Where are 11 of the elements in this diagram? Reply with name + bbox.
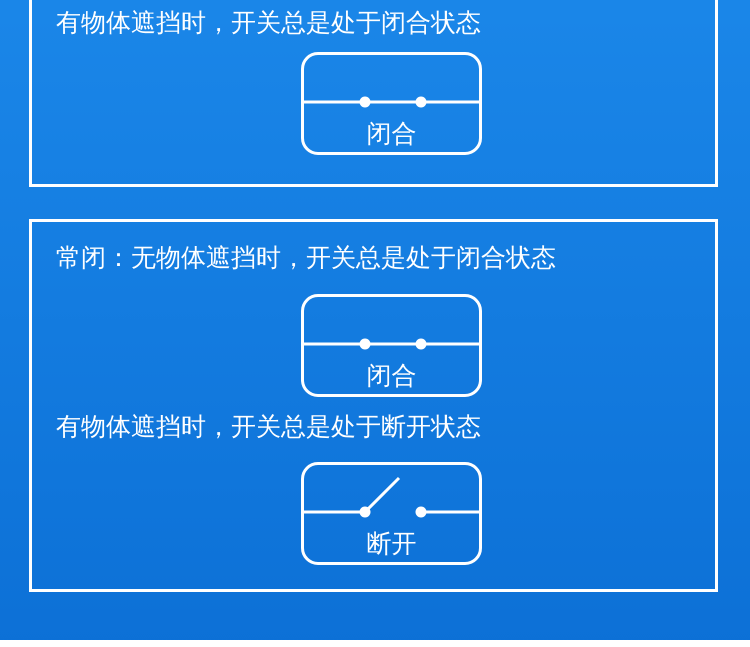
state-label: 断开 (366, 528, 418, 560)
switch-box (301, 462, 482, 565)
state-label: 闭合 (366, 118, 418, 150)
description-text: 有物体遮挡时，开关总是处于闭合状态 (56, 7, 481, 39)
description-text: 常闭：无物体遮挡时，开关总是处于闭合状态 (56, 242, 556, 274)
switch-box (301, 52, 482, 155)
panel-frame (29, 0, 718, 187)
panel-frame (29, 219, 718, 592)
description-text: 有物体遮挡时，开关总是处于断开状态 (56, 411, 481, 443)
switch-box (301, 294, 482, 397)
state-label: 闭合 (366, 360, 418, 392)
